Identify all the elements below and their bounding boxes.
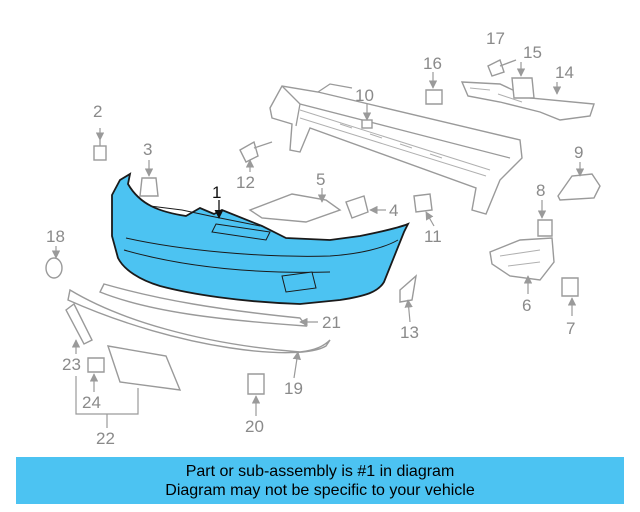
- callout-1: 1: [212, 183, 221, 202]
- reinforcement-beam: [269, 83, 523, 215]
- caption-banner: Part or sub-assembly is #1 in diagram Di…: [16, 457, 624, 504]
- cap: [45, 257, 63, 279]
- fastener-17: [487, 59, 517, 77]
- callout-16: 16: [423, 54, 442, 73]
- callout-13: 13: [400, 323, 419, 342]
- fastener-3: [139, 177, 159, 197]
- fastener-8: [537, 219, 553, 237]
- corner-bracket: [489, 237, 555, 281]
- callout-19: 19: [284, 379, 303, 398]
- callout-5: 5: [316, 170, 325, 189]
- fastener-23: [65, 302, 93, 345]
- callout-22: 22: [96, 429, 115, 448]
- callout-23: 23: [62, 355, 81, 374]
- caption-line-1: Part or sub-assembly is #1 in diagram: [185, 462, 455, 480]
- callout-21: 21: [322, 313, 341, 332]
- callout-11: 11: [424, 227, 442, 246]
- license-bracket: [106, 345, 182, 391]
- tow-hook-cover: [557, 173, 601, 201]
- fastener-16: [425, 89, 443, 105]
- bumper-cover: [111, 172, 410, 305]
- fastener-11: [413, 193, 433, 213]
- retainer-clip: [345, 195, 369, 219]
- callout-14: 14: [555, 63, 574, 82]
- caption-line-2: Diagram may not be specific to your vehi…: [165, 481, 475, 499]
- fastener-15: [511, 77, 535, 99]
- callout-3: 3: [143, 140, 152, 159]
- callout-4: 4: [389, 201, 398, 220]
- fastener-2: [93, 140, 107, 161]
- callout-2: 2: [93, 102, 102, 121]
- beam-clip: [361, 119, 373, 129]
- fastener-24: [87, 357, 105, 373]
- callout-9: 9: [574, 143, 583, 162]
- fastener-20: [247, 373, 265, 395]
- callout-12: 12: [236, 173, 255, 192]
- callout-15: 15: [523, 43, 542, 62]
- callout-17: 17: [486, 29, 505, 48]
- callout-24: 24: [82, 393, 101, 412]
- callout-20: 20: [245, 417, 264, 436]
- lower-spoiler: [67, 288, 331, 354]
- reflector: [399, 274, 418, 303]
- parts-diagram: 2 3 1 10 16 17 15 14 12 5 4 11 9 8 6 7 1…: [45, 29, 601, 448]
- callout-18: 18: [46, 227, 65, 246]
- fastener-12: [239, 140, 273, 163]
- fastener-7: [561, 277, 579, 297]
- callout-7: 7: [566, 319, 575, 338]
- mount-bracket: [248, 193, 342, 223]
- callout-6: 6: [522, 296, 531, 315]
- callout-10: 10: [355, 86, 374, 105]
- callout-8: 8: [536, 181, 545, 200]
